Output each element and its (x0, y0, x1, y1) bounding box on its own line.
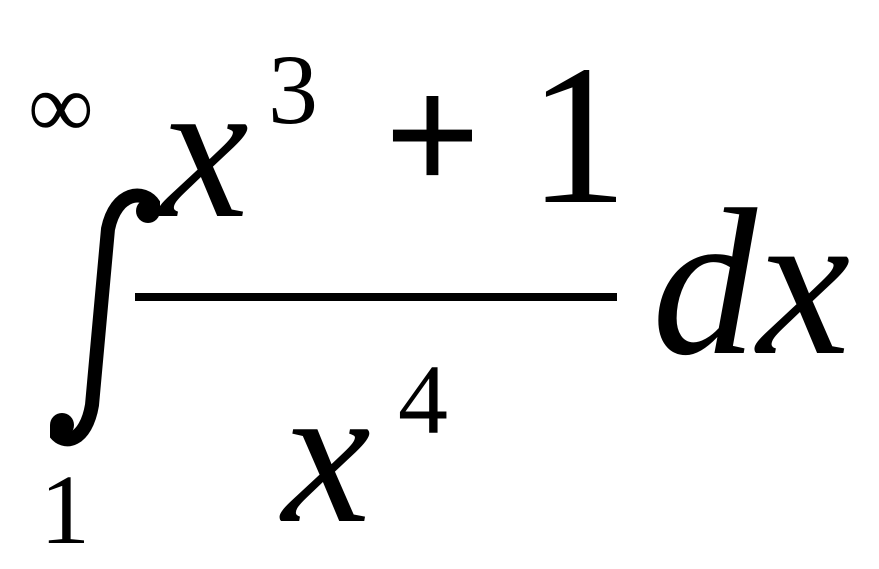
integral-sign (50, 188, 160, 447)
integral-upper-limit: ∞ (28, 55, 94, 157)
integral-lower-limit: 1 (40, 454, 90, 565)
plus-operator: + (384, 41, 481, 229)
numerator-exponent: 3 (268, 34, 318, 145)
denominator-exponent: 4 (398, 344, 448, 455)
numerator-variable: x (160, 39, 249, 260)
numerator-constant: 1 (528, 25, 628, 246)
fraction-bar (135, 293, 617, 301)
denominator-variable: x (282, 344, 371, 565)
differential: dx (652, 167, 851, 399)
